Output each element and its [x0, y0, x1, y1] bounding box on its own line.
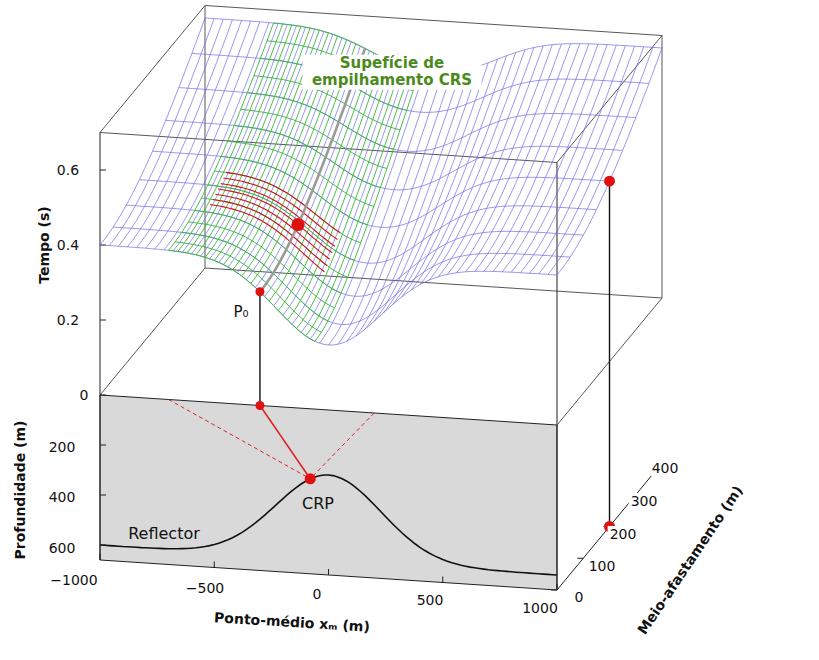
point-marker [292, 218, 305, 231]
box-edge [205, 6, 662, 36]
axis-title: Ponto-médio xₘ (m) [212, 609, 373, 635]
crs-surface-mesh [100, 18, 662, 345]
axis-label: 1000 [520, 600, 560, 616]
axis-tick [100, 445, 106, 446]
axis-label: 300 [629, 493, 660, 509]
axis-tick [100, 395, 106, 396]
axis-label: 600 [47, 540, 78, 556]
axis-label: P₀ [231, 304, 250, 321]
point-marker [255, 401, 264, 410]
axis-title: Tempo (s) [36, 204, 52, 285]
axis-title: Profundidade (m) [12, 419, 28, 562]
box-edge [557, 163, 558, 591]
axis-label: 0 [311, 586, 324, 602]
axis-tick [551, 590, 557, 591]
axis-label: 0.4 [55, 237, 81, 253]
axis-tick [100, 170, 106, 171]
ray-dashed [310, 413, 374, 479]
axis-tick [100, 554, 101, 560]
axis-label: −500 [184, 580, 226, 596]
ray [260, 406, 310, 479]
axis-label: −1000 [48, 572, 99, 588]
axis-label: 400 [47, 489, 78, 505]
axis-tick [577, 558, 583, 559]
axis-tick [328, 569, 329, 575]
axis-label: 200 [47, 439, 78, 455]
axis-label: 0.6 [55, 162, 81, 178]
axis-tick [557, 584, 558, 590]
axis-label: 400 [650, 460, 681, 476]
axis-tick [100, 320, 106, 321]
point-marker [305, 473, 316, 484]
axis-label: 500 [415, 592, 446, 608]
plot-title: Supefície de empilhamento CRS [303, 55, 482, 90]
axis-tick [442, 577, 443, 583]
axis-label: 100 [587, 558, 618, 574]
axis-tick [214, 562, 215, 568]
time-depth-axis [100, 133, 101, 561]
axis-label: 200 [608, 526, 639, 542]
box-edge [100, 6, 205, 133]
axis-tick [100, 495, 106, 496]
axis-tick [100, 545, 106, 546]
axis-label: 0 [78, 387, 91, 403]
projection-line [259, 292, 260, 406]
box-edge [557, 36, 662, 163]
axis-label: Reflector [126, 525, 202, 543]
box-edge [662, 36, 663, 299]
stacking-strip [210, 172, 340, 271]
depth-section [100, 395, 557, 590]
projection-line [609, 181, 610, 526]
point-marker [255, 287, 264, 296]
box-edge [100, 268, 205, 395]
point-marker [604, 176, 615, 187]
reflector-curve [100, 475, 557, 575]
ray-dashed [169, 400, 311, 479]
axis-label: 0.2 [55, 312, 81, 328]
axis-label: 0 [573, 589, 586, 605]
axis-label: CRP [300, 495, 336, 513]
